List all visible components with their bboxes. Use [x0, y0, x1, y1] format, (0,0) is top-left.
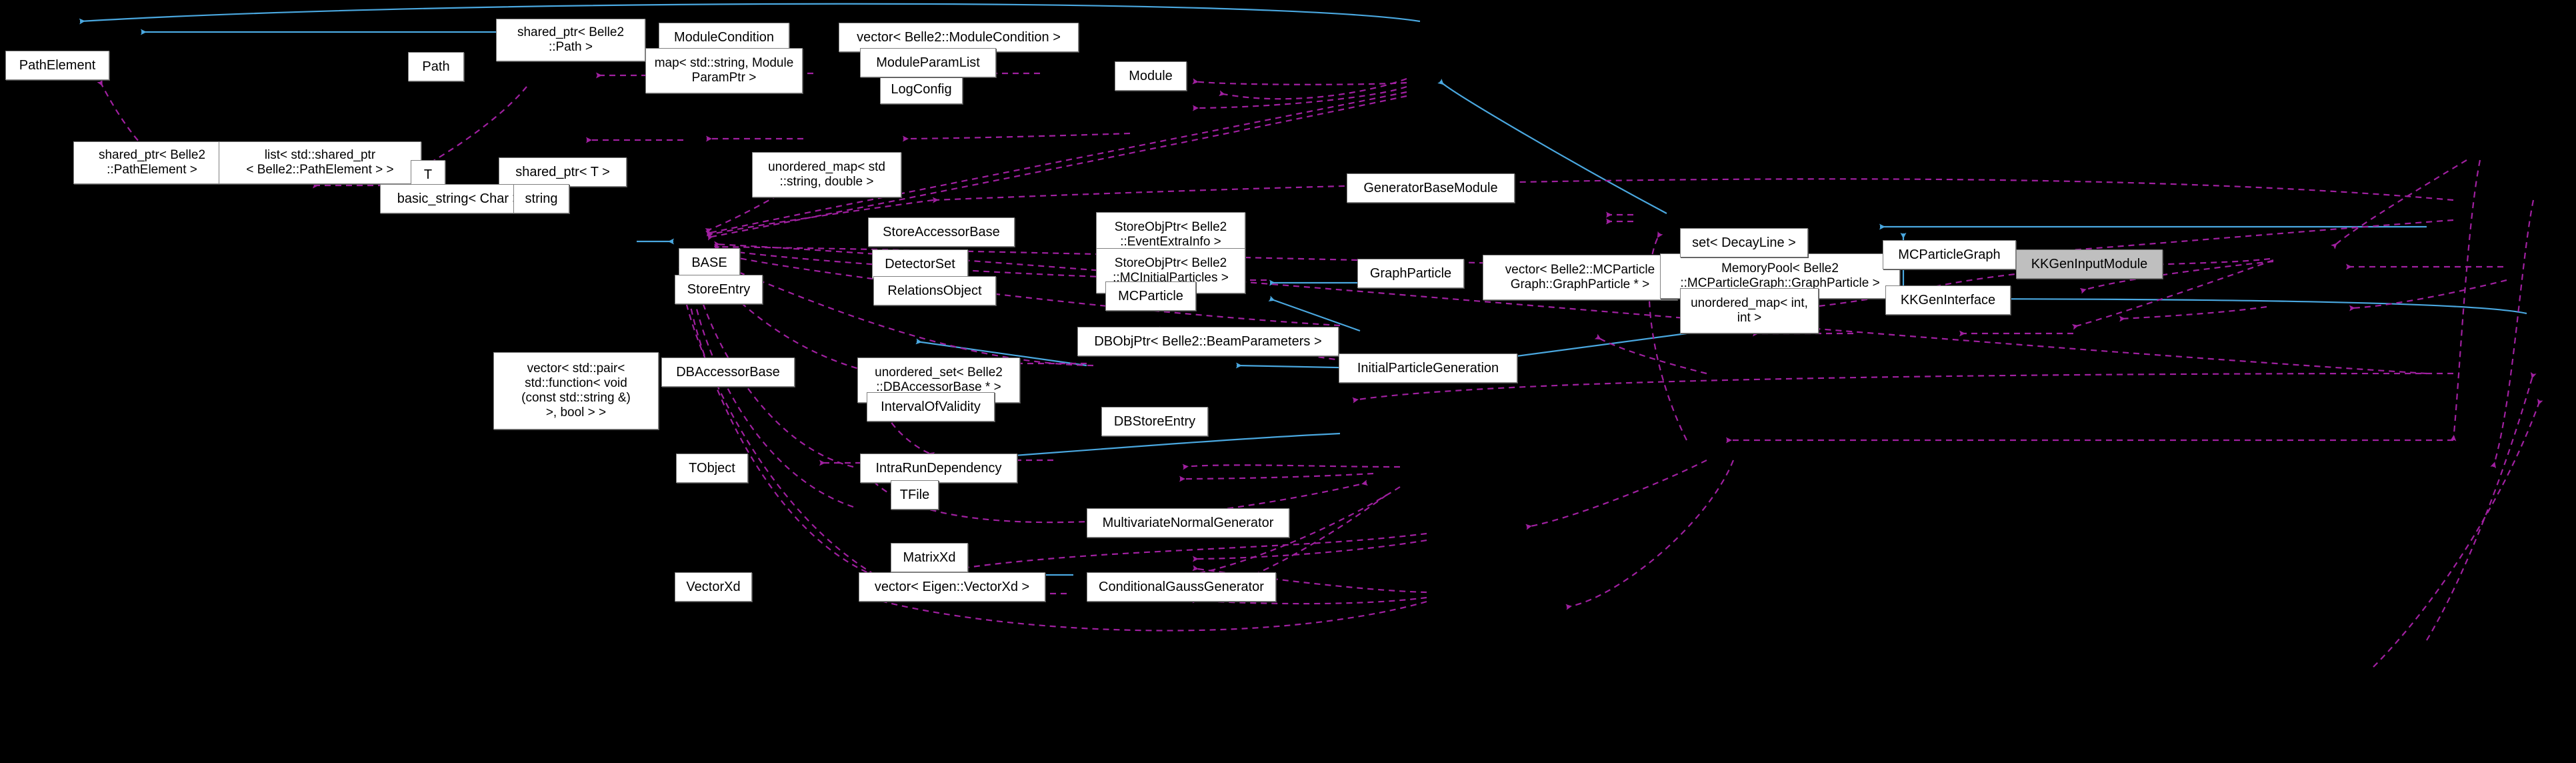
node-DBObjPtrBeamParams[interactable]: DBObjPtr< Belle2::BeamParameters > [1077, 327, 1339, 356]
node-vectorEigenVectorXd[interactable]: vector< Eigen::VectorXd > [859, 572, 1045, 602]
node-MatrixXd[interactable]: MatrixXd [891, 543, 968, 572]
node-vectorModuleCond[interactable]: vector< Belle2::ModuleCondition > [839, 23, 1079, 52]
node-Path[interactable]: Path [408, 52, 464, 81]
node-DBStoreEntry[interactable]: DBStoreEntry [1101, 407, 1208, 436]
node-InitialParticleGen[interactable]: InitialParticleGeneration [1339, 353, 1517, 383]
node-ModuleParamList[interactable]: ModuleParamList [860, 48, 996, 77]
node-MultivarNormalGen[interactable]: MultivariateNormalGenerator [1087, 508, 1289, 538]
node-IntraRunDependency[interactable]: IntraRunDependency [860, 454, 1017, 483]
node-CondGaussGenerator[interactable]: ConditionalGaussGenerator [1087, 572, 1276, 602]
node-VectorXd[interactable]: VectorXd [675, 572, 752, 602]
node-LogConfig[interactable]: LogConfig [880, 75, 963, 104]
node-setDecayLine[interactable]: set< DecayLine > [1680, 228, 1808, 257]
node-StoreEntry[interactable]: StoreEntry [675, 275, 763, 304]
node-StoreAccessorBase[interactable]: StoreAccessorBase [868, 217, 1015, 247]
node-sharedPtrPath[interactable]: shared_ptr< Belle2 ::Path > [496, 19, 645, 61]
node-sharedPtrT[interactable]: shared_ptr< T > [499, 157, 627, 187]
node-unorderedMapIntInt[interactable]: unordered_map< int, int > [1680, 288, 1819, 333]
node-vectorMCPartGraph[interactable]: vector< Belle2::MCParticle Graph::GraphP… [1483, 255, 1677, 300]
node-PathElement[interactable]: PathElement [5, 51, 109, 80]
node-basicStringChar[interactable]: basic_string< Char > [380, 184, 537, 213]
node-MCParticle[interactable]: MCParticle [1105, 281, 1196, 311]
node-RelationsObject[interactable]: RelationsObject [873, 276, 996, 305]
node-mapStringModule[interactable]: map< std::string, Module ParamPtr > [645, 48, 803, 93]
node-sharedPtrPathElem[interactable]: shared_ptr< Belle2 ::PathElement > [73, 141, 231, 184]
node-unorderedMapStrDbl[interactable]: unordered_map< std ::string, double > [752, 152, 901, 197]
node-DetectorSet[interactable]: DetectorSet [872, 249, 968, 279]
node-KKGenInterface[interactable]: KKGenInterface [1885, 285, 2011, 315]
node-listSharedPtrPath[interactable]: list< std::shared_ptr < Belle2::PathElem… [219, 141, 421, 184]
node-TObject[interactable]: TObject [676, 454, 748, 483]
node-GeneratorBaseModule[interactable]: GeneratorBaseModule [1347, 173, 1515, 203]
node-BASE[interactable]: BASE [679, 248, 740, 277]
node-string[interactable]: string [513, 184, 569, 213]
node-TFile[interactable]: TFile [891, 480, 939, 510]
node-IntervalOfValidity[interactable]: IntervalOfValidity [867, 392, 995, 422]
node-MCParticleGraph[interactable]: MCParticleGraph [1883, 240, 2016, 269]
node-KKGenInputModule[interactable]: KKGenInputModule [2016, 249, 2163, 279]
node-ModuleCondition[interactable]: ModuleCondition [659, 23, 789, 52]
node-vectorPairFunc[interactable]: vector< std::pair< std::function< void (… [493, 352, 659, 430]
node-Module[interactable]: Module [1115, 61, 1187, 91]
node-DBAccessorBase[interactable]: DBAccessorBase [661, 357, 795, 387]
node-GraphParticle[interactable]: GraphParticle [1357, 259, 1464, 288]
